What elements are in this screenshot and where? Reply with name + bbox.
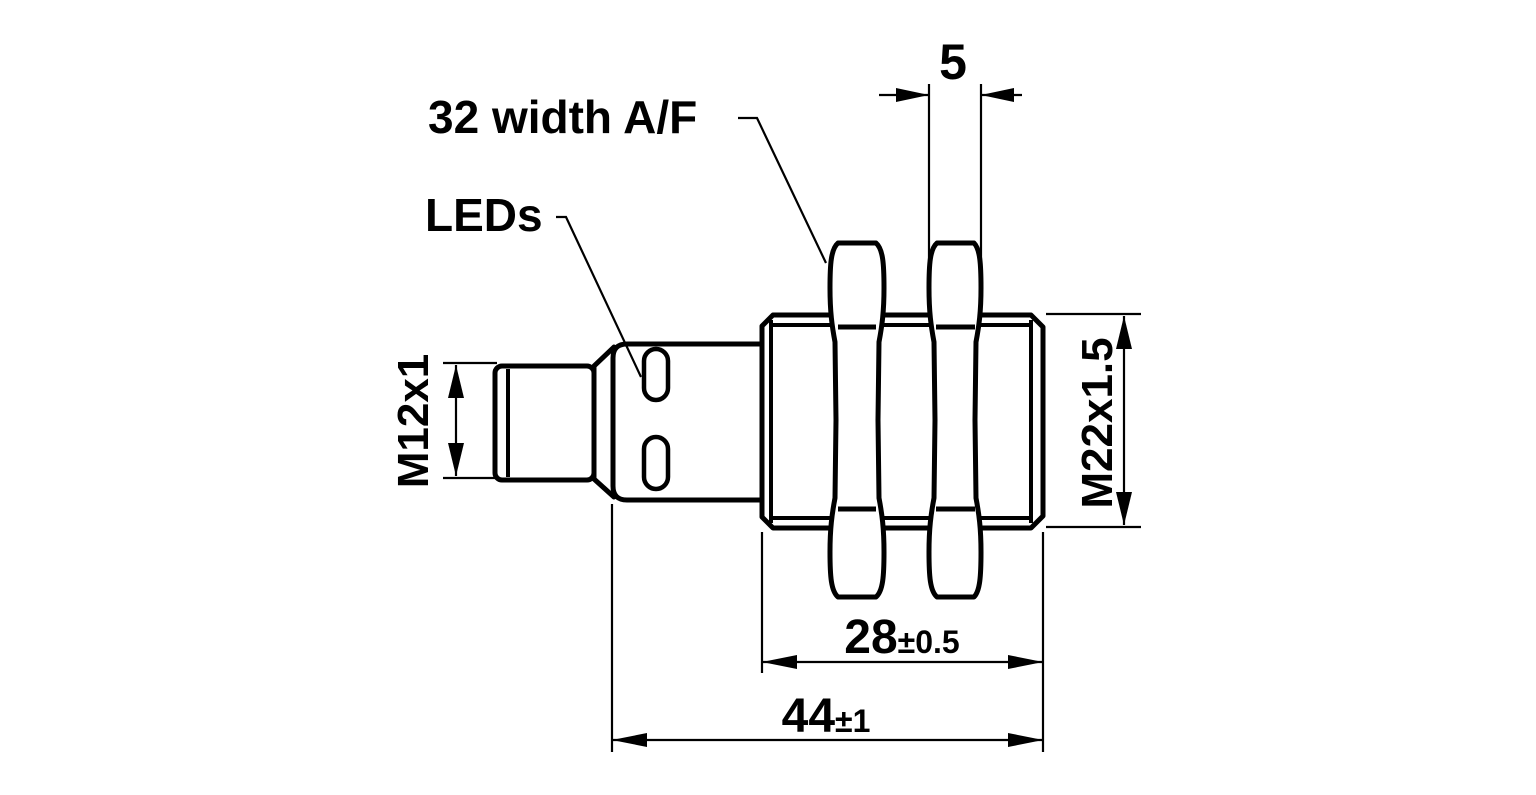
label-leds: LEDs <box>425 189 543 241</box>
arrow-right <box>1008 733 1043 747</box>
arrow-down <box>448 443 464 476</box>
dim-text-nut-width: 5 <box>939 34 967 90</box>
dimension-total-length <box>610 504 1043 752</box>
arrow-left <box>612 733 647 747</box>
hex-nut-2 <box>926 240 984 600</box>
leader-width-af <box>738 116 827 264</box>
arrow-left <box>762 655 797 669</box>
dimension-nut-width <box>879 84 1022 272</box>
leader-leds <box>556 215 642 378</box>
arrow-up <box>1116 316 1132 349</box>
arrow-right <box>1008 655 1043 669</box>
m12-connector <box>492 363 597 483</box>
threaded-body <box>759 312 1046 531</box>
arrow-left-tip <box>981 88 1014 102</box>
dimension-m22 <box>1046 312 1141 529</box>
arrow-right-tip <box>896 88 929 102</box>
led-window-2 <box>641 434 671 492</box>
label-width-af: 32 width A/F <box>428 91 697 143</box>
dim-text-total-length: 44±1 <box>782 690 871 743</box>
dim-text-thread-length: 28±0.5 <box>844 611 959 664</box>
dim-text-m12: M12x1 <box>389 354 438 489</box>
arrow-up <box>448 365 464 398</box>
hex-nut-1 <box>827 240 887 600</box>
dim-text-m22: M22x1.5 <box>1073 337 1122 508</box>
dimension-m12 <box>443 361 497 480</box>
arrow-down <box>1116 492 1132 525</box>
dimension-thread-length <box>760 532 1045 752</box>
led-window-1 <box>641 346 671 403</box>
